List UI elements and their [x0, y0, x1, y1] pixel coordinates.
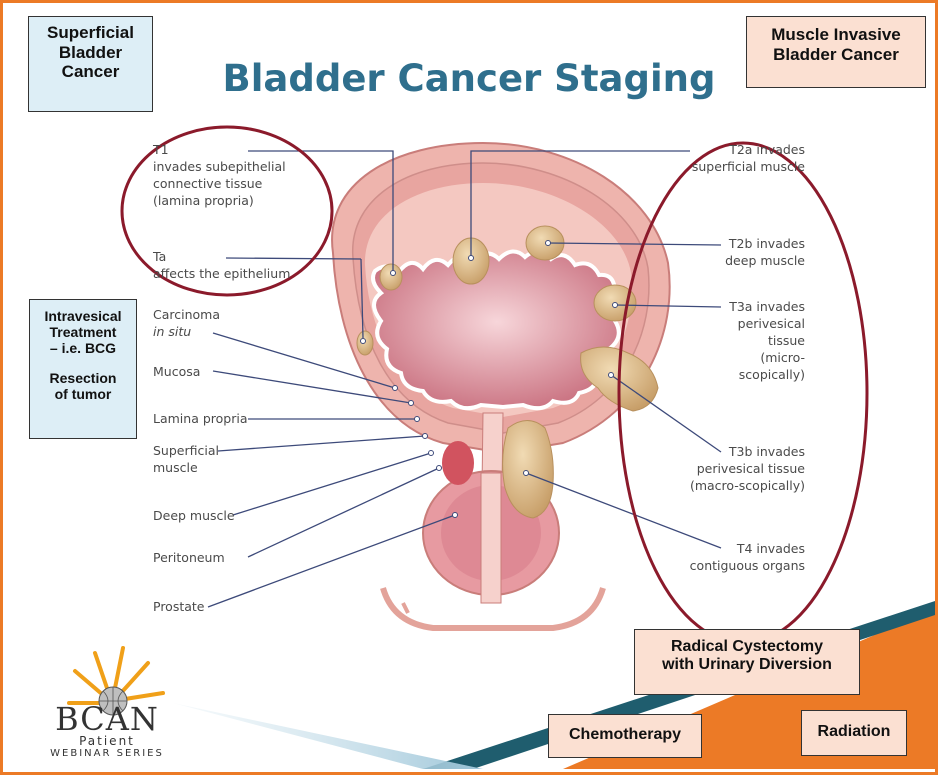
intravesical-box-line: Resection — [30, 370, 136, 386]
label-t4: T4 invades contiguous organs — [690, 541, 805, 575]
label-ta: Ta affects the epithelium — [153, 249, 290, 283]
superficial-box: Superficial Bladder Cancer — [28, 16, 153, 112]
label-t3b: T3b invades perivesical tissue (macro-sc… — [690, 444, 805, 495]
label-t3b-line: (macro-scopically) — [690, 478, 805, 495]
muscle-invasive-box-line: Muscle Invasive — [747, 25, 925, 45]
label-cis-line: in situ — [153, 324, 220, 341]
label-t3a-line: T3a invades — [729, 299, 805, 316]
intravesical-box: Intravesical Treatment – i.e. BCG Resect… — [29, 299, 137, 439]
radiation-box: Radiation — [801, 710, 907, 756]
label-t3a-line: tissue — [729, 333, 805, 350]
label-cis-line: Carcinoma — [153, 307, 220, 324]
bladder-mucosa — [373, 251, 621, 408]
intravesical-box-line — [30, 356, 136, 370]
label-t3a: T3a invades perivesical tissue (micro- s… — [729, 299, 805, 383]
intravesical-box-line: of tumor — [30, 386, 136, 402]
label-peritoneum: Peritoneum — [153, 550, 225, 567]
cystectomy-box-line: Radical Cystectomy — [635, 638, 859, 656]
cystectomy-box: Radical Cystectomy with Urinary Diversio… — [634, 629, 860, 695]
bcan-logo: BCAN Patient WEBINAR SERIES — [37, 703, 177, 760]
chemotherapy-box-label: Chemotherapy — [549, 715, 701, 755]
light-swoosh — [173, 703, 483, 769]
seminal-vesicle — [442, 441, 474, 485]
label-t1-line: (lamina propria) — [153, 193, 286, 210]
label-t3b-line: T3b invades — [690, 444, 805, 461]
label-lamina-propria: Lamina propria — [153, 411, 247, 428]
radiation-box-label: Radiation — [802, 711, 906, 753]
superficial-box-line: Bladder — [29, 43, 152, 63]
superficial-box-line: Cancer — [29, 62, 152, 82]
label-superficial-muscle-line: Superficial — [153, 443, 219, 460]
label-t3a-line: scopically) — [729, 367, 805, 384]
logo-brand: BCAN — [37, 703, 177, 735]
muscle-invasive-box: Muscle Invasive Bladder Cancer — [746, 16, 926, 88]
intravesical-box-line: Treatment — [30, 324, 136, 340]
cystectomy-box-line: with Urinary Diversion — [635, 656, 859, 674]
chemotherapy-box: Chemotherapy — [548, 714, 702, 758]
tumor-t1 — [380, 264, 402, 290]
label-t2a-line: T2a invades — [692, 142, 805, 159]
label-t1-line: invades subepithelial — [153, 159, 286, 176]
label-t2b-line: deep muscle — [725, 253, 805, 270]
intravesical-box-line: Intravesical — [30, 308, 136, 324]
label-deep-muscle: Deep muscle — [153, 508, 235, 525]
label-t2b: T2b invades deep muscle — [725, 236, 805, 270]
label-t1-line: connective tissue — [153, 176, 286, 193]
label-t1-line: T1 — [153, 142, 286, 159]
label-t3b-line: perivesical tissue — [690, 461, 805, 478]
intravesical-box-line: – i.e. BCG — [30, 340, 136, 356]
logo-webinar: WEBINAR SERIES — [37, 748, 177, 760]
label-prostate: Prostate — [153, 599, 205, 616]
label-mucosa: Mucosa — [153, 364, 200, 381]
label-ta-line: Ta — [153, 249, 290, 266]
label-superficial-muscle-line: muscle — [153, 460, 219, 477]
label-t2a-line: superficial muscle — [692, 159, 805, 176]
label-ta-line: affects the epithelium — [153, 266, 290, 283]
label-cis: Carcinoma in situ — [153, 307, 220, 341]
label-t4-line: contiguous organs — [690, 558, 805, 575]
label-t3a-line: (micro- — [729, 350, 805, 367]
label-t2b-line: T2b invades — [725, 236, 805, 253]
label-superficial-muscle: Superficial muscle — [153, 443, 219, 477]
label-t2a: T2a invades superficial muscle — [692, 142, 805, 176]
muscle-invasive-box-line: Bladder Cancer — [747, 45, 925, 65]
label-t1: T1 invades subepithelial connective tiss… — [153, 142, 286, 210]
label-t4-line: T4 invades — [690, 541, 805, 558]
superficial-box-line: Superficial — [29, 23, 152, 43]
label-t3a-line: perivesical — [729, 316, 805, 333]
